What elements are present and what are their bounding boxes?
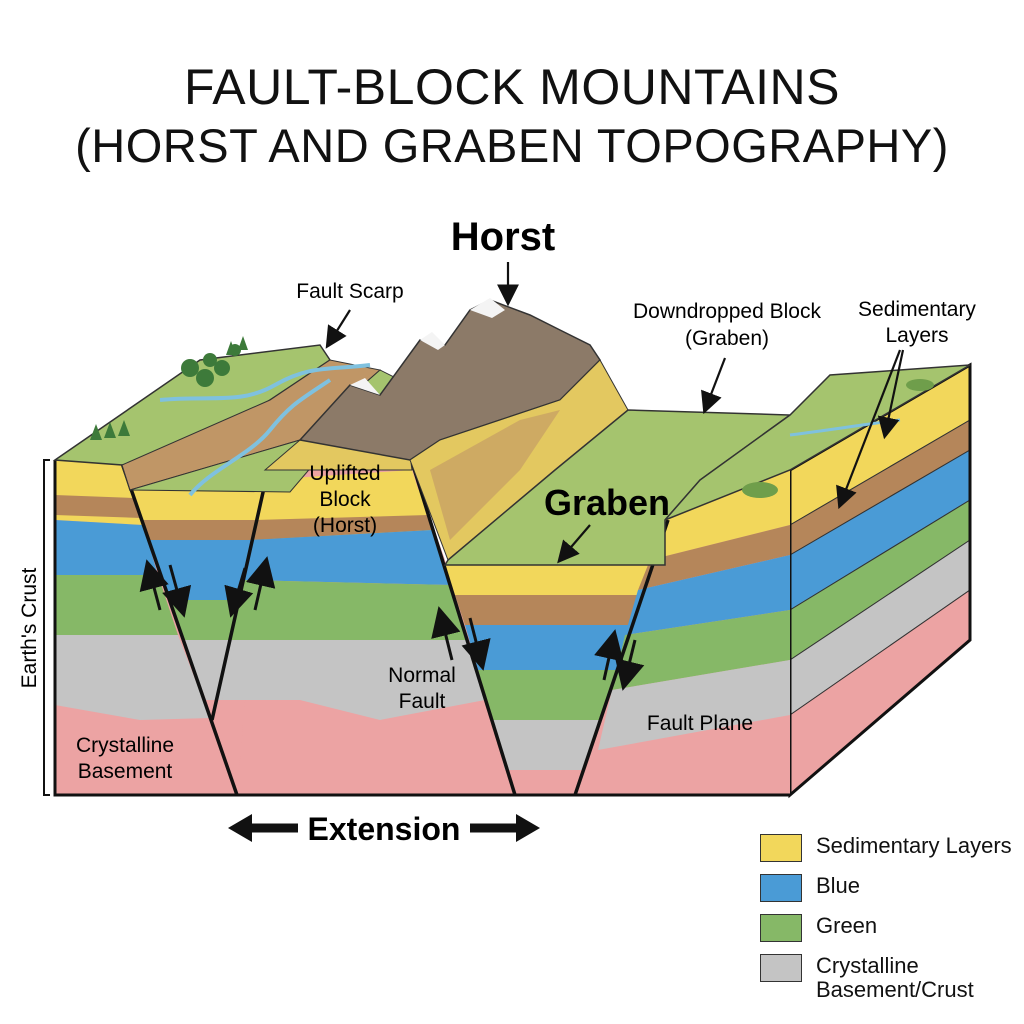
- legend-swatch-green: [760, 914, 802, 942]
- sedimentary-label-line1: Sedimentary: [858, 298, 976, 321]
- normal-fault-label-line2: Fault: [399, 690, 446, 713]
- fault-motion-arrows: [139, 556, 645, 691]
- normal-fault-label-line1: Normal: [388, 664, 456, 687]
- extension-label: Extension: [308, 811, 461, 847]
- legend-swatch-sedimentary: [760, 834, 802, 862]
- title-line-2: (HORST AND GRABEN TOPOGRAPHY): [75, 119, 949, 172]
- uplifted-label-line1: Uplifted: [309, 462, 380, 485]
- uplifted-label-line3: (Horst): [313, 514, 377, 537]
- right-side-face: [788, 362, 972, 799]
- legend-label: Crystalline Basement/Crust: [816, 953, 974, 1002]
- sedimentary-label-line2: Layers: [885, 324, 948, 347]
- extension-arrow: [228, 814, 540, 842]
- front-face: [53, 460, 790, 797]
- graben-label: Graben: [544, 482, 670, 523]
- legend-label: Sedimentary Layers: [816, 833, 1012, 858]
- top-surface: [52, 298, 971, 566]
- downdropped-label-line2: (Graben): [685, 327, 769, 350]
- downdropped-label-line1: Downdropped Block: [633, 300, 821, 323]
- fault-scarp-label: Fault Scarp: [296, 280, 403, 303]
- earths-crust-label: Earth's Crust: [18, 567, 41, 688]
- crust-bracket: [43, 459, 50, 796]
- legend-item-green: Green: [760, 914, 1024, 942]
- legend-label: Blue: [816, 873, 861, 898]
- leader-arrows: [325, 262, 905, 564]
- legend-item-crystalline: Crystalline Basement/Crust: [760, 954, 1024, 1002]
- crystalline-label-line2: Basement: [78, 760, 173, 783]
- fault-plane-label: Fault Plane: [647, 712, 753, 735]
- legend-swatch-crystalline: [760, 954, 802, 982]
- uplifted-label-line2: Block: [319, 488, 371, 511]
- legend-item-blue: Blue: [760, 874, 1024, 902]
- legend-label: Green: [816, 913, 878, 938]
- horst-label: Horst: [451, 215, 555, 259]
- legend-item-sedimentary: Sedimentary Layers: [760, 834, 1024, 862]
- crystalline-label-line1: Crystalline: [76, 734, 174, 757]
- legend-swatch-blue: [760, 874, 802, 902]
- title-line-1: FAULT-BLOCK MOUNTAINS: [184, 59, 840, 115]
